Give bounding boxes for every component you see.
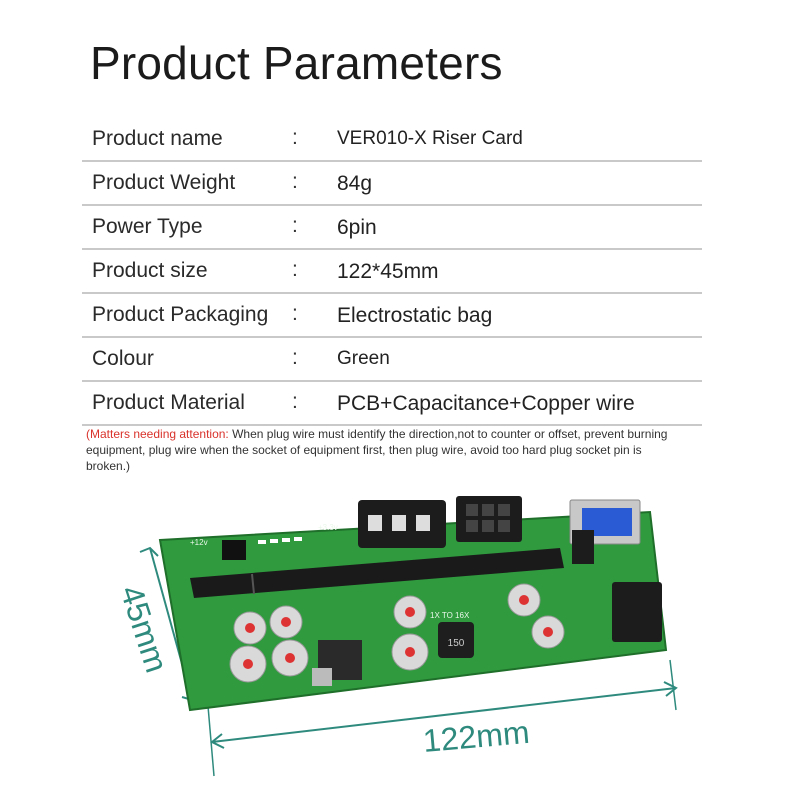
param-label: Product Material [92,391,245,414]
param-label: Product name [92,127,223,150]
param-colon: : [292,170,298,193]
param-value: VER010-X Riser Card [337,128,523,149]
param-row-product-size: Product size : 122*45mm [82,250,702,294]
param-row-colour: Colour : Green [82,338,702,382]
param-label: Power Type [92,215,203,238]
param-row-product-packaging: Product Packaging : Electrostatic bag [82,294,702,338]
side-power-connector [612,582,662,642]
attention-label: (Matters needing attention: [86,427,229,441]
switch [572,530,594,564]
param-label: Product Weight [92,171,236,194]
param-value: Electrostatic bag [337,304,493,327]
param-value: Green [337,348,390,369]
height-arrow-top [139,546,159,557]
height-dimension-label: 45mm [113,581,175,677]
width-arrow-right [663,681,678,697]
param-colon: : [292,390,298,413]
width-dimension-line [211,687,677,743]
param-label: Product Packaging [92,303,269,326]
board-label-slot: 1X TO 16X [430,611,470,620]
inductor [438,622,474,658]
pcie-slot [190,548,564,598]
param-row-power-type: Power Type : 6pin [82,206,702,250]
inductor-label: 150 [448,638,465,649]
param-colon: : [292,346,298,369]
param-value: 122*45mm [337,260,439,283]
parameters-table: Product name : VER010-X Riser Card Produ… [82,118,702,426]
width-extension-right [669,659,677,711]
pcb-board: 150 +12v +3.3v 1X TO 16X [158,496,668,712]
attention-text: When plug wire must identify the directi… [86,427,668,473]
param-row-product-material: Product Material : PCB+Capacitance+Coppe… [82,382,702,426]
param-row-product-name: Product name : VER010-X Riser Card [82,118,702,162]
six-pin-connector [456,496,522,542]
param-colon: : [292,126,298,149]
param-row-product-weight: Product Weight : 84g [82,162,702,206]
param-colon: : [292,302,298,325]
attention-note: (Matters needing attention: When plug wi… [86,426,686,474]
chip [222,540,246,560]
param-colon: : [292,258,298,281]
param-value: 6pin [337,216,377,239]
width-extension-left [207,705,215,777]
width-arrow-left [210,733,225,749]
param-label: Colour [92,347,154,370]
capacitors [229,583,565,683]
param-value: PCB+Capacitance+Copper wire [337,392,635,415]
board-label-3v3: +3.3v [318,523,338,532]
param-label: Product size [92,259,208,282]
param-value: 84g [337,172,373,195]
param-colon: : [292,214,298,237]
width-dimension-label: 122mm [421,714,530,759]
page-title: Product Parameters [90,37,503,89]
board-label-12v: +12v [190,538,208,547]
